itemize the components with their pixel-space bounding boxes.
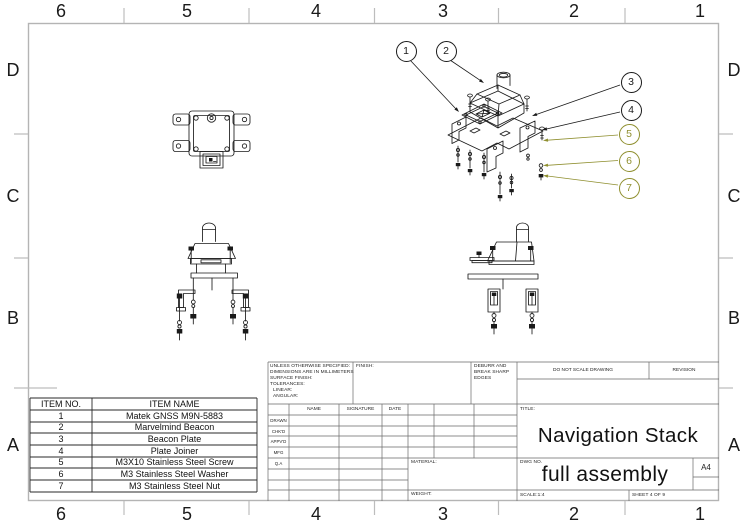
balloon-leaders-olive [543,134,619,186]
zone-row-left-c: C [6,186,20,206]
scale-text: SCALE:1:4 [520,493,545,498]
drawn-row-label: DRAWN [270,418,287,423]
tolerance-note-line: TOLERANCES: [270,382,305,387]
exploded-view [447,71,545,202]
zone-col-top-4: 4 [310,1,321,21]
balloon-leaders-dark [409,59,621,131]
zone-col-top-3: 3 [437,1,448,21]
parts-table-grid [29,397,258,493]
zone-col-top-5: 5 [181,1,192,21]
zone-col-bottom-3: 3 [437,504,448,524]
balloon-6: 6 [618,150,640,172]
zone-row-right-b: B [727,308,740,328]
table-row-name: Matek GNSS M9N-5883 [125,411,224,421]
balloon-3: 3 [620,71,642,93]
do-not-scale-note: DO NOT SCALE DRAWING [553,368,613,373]
table-row-name: M3 Stainless Steel Nut [128,481,221,491]
tolerance-note-line: DIMENSIONS ARE IN MILLIMETERS [270,370,354,375]
screw-fasteners [467,93,545,141]
balloon-5: 5 [618,123,640,145]
chkd-row-label: CHK'D [271,428,286,434]
table-row-no: 3 [58,434,64,444]
title-block-grid [267,361,719,501]
zone-col-top-2: 2 [568,1,579,21]
name-column-label: NAME [307,407,321,412]
table-row-no: 7 [58,481,64,491]
drawing-title: Navigation Stack [537,424,699,447]
zone-row-left-a: A [6,435,19,455]
zone-row-right-c: C [727,186,741,206]
table-row-no: 1 [58,411,64,421]
top-view [172,110,251,169]
date-column-label: DATE [388,407,402,412]
washer-nut-stacks [455,145,544,202]
balloon-7: 7 [618,177,640,199]
tolerance-note-line: UNLESS OTHERWISE SPECIFIED: [270,364,351,369]
table-row-name: M3 Stainless Steel Washer [120,469,229,479]
sheet-frame [14,8,733,515]
zone-row-right-d: D [727,60,741,80]
appvd-row-label: APPV'D [270,439,287,444]
front-view [176,222,251,341]
zone-col-bottom-6: 6 [55,504,66,524]
dwg-no-value: full assembly [541,463,669,486]
zone-col-bottom-2: 2 [568,504,579,524]
dwg-no-label: DWG NO. [520,459,543,465]
signature-column-label: SIGNATURE [346,407,375,412]
material-label: MATERIAL: [411,460,437,465]
tolerance-note-line: LINEAR: [273,388,293,393]
balloon-4: 4 [620,99,642,121]
table-row-name: M3X10 Stainless Steel Screw [115,457,234,467]
zone-row-right-a: A [727,435,740,455]
mfg-row-label: MFG [273,450,284,455]
tolerance-note-line: SURFACE FINISH: [270,376,313,381]
qa-row-label: Q.A [274,461,283,466]
table-row-name: Marvelmind Beacon [134,422,215,432]
deburr-note: DEBURR AND BREAK SHARP EDGES [474,364,510,381]
zone-row-left-b: B [6,308,19,328]
table-row-name: Plate Joiner [150,446,199,456]
paper-size: A4 [701,463,711,472]
balloon-2: 2 [435,40,457,62]
zone-col-top-6: 6 [55,1,66,21]
title-label: TITLE: [520,406,535,412]
tolerance-note-line: ANGULAR: [273,394,299,399]
zone-row-left-d: D [6,60,20,80]
table-row-no: 2 [58,422,64,432]
zone-col-bottom-4: 4 [310,504,321,524]
table-row-no: 4 [58,446,64,456]
parts-table-header-no: ITEM NO. [41,399,81,409]
sheet-number-text: SHEET 4 OF 9 [632,493,666,498]
finish-label: FINISH: [356,364,374,369]
zone-col-top-1: 1 [694,1,705,21]
parts-table-header-name: ITEM NAME [149,399,200,409]
side-view [467,222,539,335]
weight-label: WEIGHT: [411,492,432,497]
revision-label: REVISION [672,368,696,373]
zone-col-bottom-5: 5 [181,504,192,524]
table-row-no: 5 [58,457,64,467]
table-row-no: 6 [58,469,64,479]
zone-col-bottom-1: 1 [694,504,705,524]
balloon-1: 1 [395,40,417,62]
table-row-name: Beacon Plate [147,434,202,444]
